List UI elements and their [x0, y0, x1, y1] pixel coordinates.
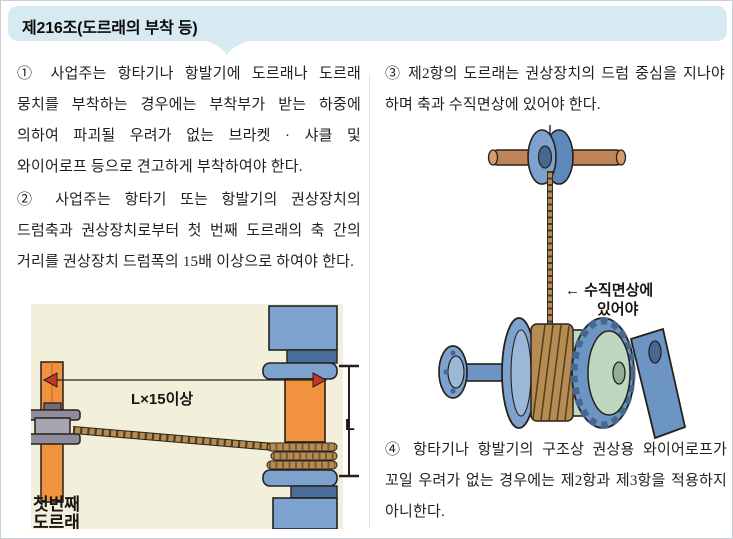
- distance-arrow: [42, 372, 328, 388]
- first-pulley-caption-line1: 첫번째: [33, 494, 80, 514]
- rope-wraps: [266, 442, 338, 470]
- winch-drum-group: [438, 317, 636, 429]
- clause-4: ④ 항타기나 항발기의 구조상 권상용 와이어로프가 꼬일 우려가 없는 경우에…: [385, 442, 727, 520]
- first-pulley-icon: [31, 402, 81, 445]
- support-arm: [629, 327, 687, 440]
- winch-structure: [262, 305, 338, 529]
- vertical-plane-annotation-line2: 있어야: [597, 300, 639, 318]
- column-divider: [369, 75, 370, 527]
- article-title: 제216조(도르래의 부착 등): [22, 20, 198, 37]
- length-bracket: [339, 364, 359, 478]
- wire-rope: [72, 426, 276, 451]
- arrowhead-right-icon: [312, 372, 328, 388]
- distance-label: L×15이상: [131, 391, 193, 408]
- first-pulley-caption-line2: 도르래: [33, 513, 80, 529]
- figure-pulley-distance: L×15이상 L 첫번째 도르래: [31, 304, 359, 529]
- rope-coil: [530, 323, 574, 422]
- gear-wheel: [570, 317, 636, 429]
- length-label: L: [345, 417, 355, 434]
- arrowhead-left-icon: [42, 372, 58, 388]
- article-header: 제216조(도르래의 부착 등): [8, 6, 727, 41]
- figure-winch-vertical-plane: ← 수직면상에 있어야: [438, 125, 687, 440]
- winch-drum: [284, 378, 326, 443]
- clause-2: ② 사업주는 항타기 또는 항발기의 권상장치의 드럼축과 권상장치로부터 첫 …: [17, 192, 361, 270]
- header-tail-pointer: [203, 40, 251, 55]
- clause-1: ① 사업주는 항타기나 항발기에 도르래나 도르래 뭉치를 부착하는 경우에는 …: [17, 66, 361, 175]
- top-pulley-group: [487, 129, 627, 185]
- clause-3: ③ 제2항의 도르래는 권상장치의 드럼 중심을 지나야 하며 축과 수직면상에…: [385, 66, 725, 113]
- vertical-plane-annotation-line1: ← 수직면상에: [565, 281, 653, 299]
